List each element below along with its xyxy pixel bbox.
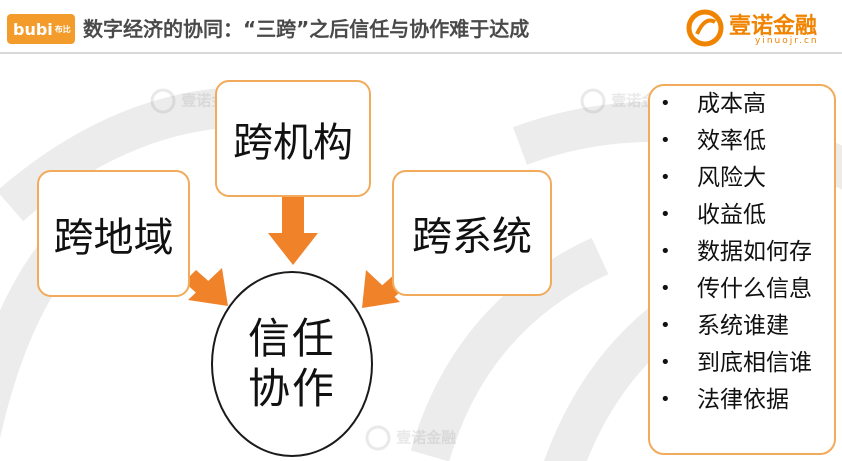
list-item: • 成本高 (650, 86, 834, 122)
list-item: • 效率低 (650, 123, 834, 159)
bullet-icon: • (660, 278, 671, 299)
list-item-label: 传什么信息 (697, 276, 812, 302)
list-item-label: 数据如何存 (697, 239, 812, 265)
brand-icon (686, 9, 724, 47)
bubi-logo-text: bubi (13, 19, 53, 39)
list-item-label: 系统谁建 (697, 313, 789, 339)
bullet-icon: • (660, 204, 671, 225)
list-item: • 传什么信息 (650, 271, 834, 307)
center-label-collaboration: 协作 (247, 364, 336, 413)
list-item-label: 法律依据 (697, 387, 789, 413)
bullet-icon: • (660, 352, 671, 373)
bubi-logo-subtext: 布比 (54, 25, 71, 34)
brand-logo: 壹诺金融 yinuojr.cn (685, 6, 835, 50)
slide-title: 数字经济的协同：“三跨”之后信任与协作难于达成 (83, 17, 530, 41)
list-item: • 风险大 (650, 160, 834, 196)
brand-domain: yinuojr.cn (755, 36, 819, 46)
node-cross-organization: 跨机构 (215, 80, 371, 197)
bullet-icon: • (660, 93, 671, 114)
list-item-label: 到底相信谁 (697, 350, 812, 376)
bullet-icon: • (660, 389, 671, 410)
bullet-icon: • (660, 241, 671, 262)
header-divider (0, 52, 842, 54)
brand-name: 壹诺金融 (729, 14, 818, 39)
list-item: • 到底相信谁 (650, 345, 834, 381)
node-cross-region: 跨地域 (37, 170, 190, 297)
node-cross-system: 跨系统 (392, 170, 552, 296)
watermark-icon (580, 88, 606, 114)
center-trust-collaboration: 信任 协作 (211, 271, 373, 457)
problems-panel: •成本高 •效率低 •风险大 •收益低 •数据如何存 •传什么信息 •系统谁建 … (648, 84, 836, 455)
list-item: • 数据如何存 (650, 234, 834, 270)
center-label-trust: 信任 (247, 314, 336, 363)
watermark-icon (150, 88, 176, 114)
watermark-logo: 壹诺金融 (365, 425, 456, 451)
bullet-icon: • (660, 130, 671, 151)
watermark-icon (365, 425, 391, 451)
list-item-label: 风险大 (697, 165, 766, 191)
list-item: • 系统谁建 (650, 308, 834, 344)
list-item-label: 收益低 (697, 202, 766, 228)
bullet-icon: • (660, 315, 671, 336)
list-item: • 收益低 (650, 197, 834, 233)
bullet-icon: • (660, 167, 671, 188)
list-item-label: 效率低 (697, 128, 766, 154)
watermark-text: 壹诺金融 (396, 428, 457, 447)
list-item-label: 成本高 (697, 91, 766, 117)
list-item: • 法律依据 (650, 382, 834, 418)
